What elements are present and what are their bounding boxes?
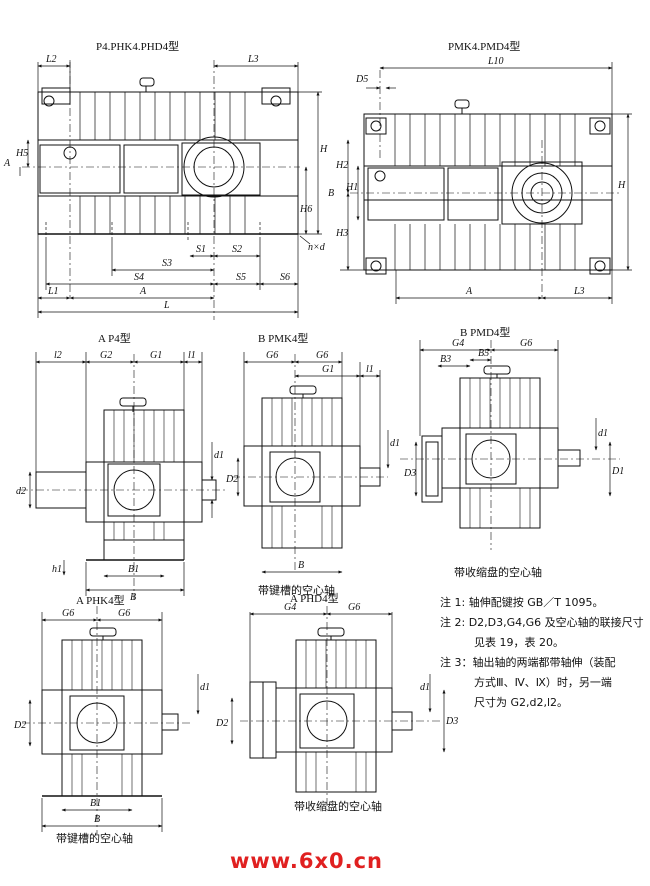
dim-label: G4 <box>452 338 464 349</box>
dim-label: D5 <box>355 74 368 85</box>
drawing-titles: P4.PHK4.PHD4型 PMK4.PMD4型 A P4型 B PMK4型 B… <box>76 39 520 607</box>
note-2-cont: 见表 19，表 20。 <box>474 636 564 649</box>
dim-label: n×d <box>308 242 326 253</box>
title-p4-phk4-phd4: P4.PHK4.PHD4型 <box>96 39 179 53</box>
dimension-labels-view-pmk4: G6 G6 G1 l1 d1 D2 B <box>225 350 400 571</box>
view-b-pmk4 <box>232 354 388 570</box>
dim-label: H6 <box>299 204 312 215</box>
dim-label: L3 <box>247 54 259 65</box>
dimension-labels-main-left: L2 L3 A H5 H H6 S1 S2 S3 S4 S5 S6 L1 A L… <box>3 54 328 311</box>
dim-label: B <box>94 814 100 825</box>
title-view-a-phk4: A PHK4型 <box>76 593 125 607</box>
dim-label: l1 <box>366 364 374 375</box>
dim-label: B <box>130 592 136 603</box>
dimension-labels-view-p4: l2 G2 G1 l1 d1 d2 h1 B1 B <box>16 350 224 603</box>
dim-label: G6 <box>62 608 74 619</box>
dim-label: D2 <box>225 474 238 485</box>
dim-label: B3 <box>440 354 451 365</box>
title-view-b-pmk4: B PMK4型 <box>258 331 308 345</box>
title-view-b-pmd4: B PMD4型 <box>460 325 510 339</box>
dim-label: H <box>617 180 626 191</box>
dimension-labels-main-right: D5 L10 H2 H1 B H3 H A L3 <box>328 56 626 297</box>
dim-label: D1 <box>611 466 624 477</box>
dim-label: L3 <box>573 286 585 297</box>
drawing-captions: 带键槽的空心轴 带收缩盘的空心轴 带收缩盘的空心轴 带键槽的空心轴 <box>56 565 542 845</box>
note-3: 注 3：轴出轴的两端都带轴伸（装配 <box>440 656 616 669</box>
dim-label: H3 <box>335 228 348 239</box>
dim-label: L10 <box>487 56 504 67</box>
dim-label: G1 <box>322 364 334 375</box>
dim-label: S5 <box>236 272 246 283</box>
dim-label: d1 <box>420 682 430 693</box>
dim-label: B <box>298 560 304 571</box>
dim-label: H2 <box>335 160 348 171</box>
dim-label: d1 <box>390 438 400 449</box>
dim-label: G6 <box>118 608 130 619</box>
gearbox-pmk4-side-view <box>350 70 620 300</box>
dim-label: d1 <box>598 428 608 439</box>
dim-label: L <box>163 300 170 311</box>
dim-label: S3 <box>162 258 172 269</box>
view-a-phd4 <box>240 606 440 810</box>
dim-label: D3 <box>403 468 416 479</box>
dim-label: G6 <box>266 350 278 361</box>
dim-label: G6 <box>316 350 328 361</box>
title-view-a-p4: A P4型 <box>98 331 131 345</box>
caption-pmd4-shrink-disc: 带收缩盘的空心轴 <box>454 565 542 579</box>
dim-label: l1 <box>188 350 196 361</box>
dim-label: B1 <box>128 564 139 575</box>
dim-label: G6 <box>520 338 532 349</box>
caption-pmk4-keyed-hollow: 带键槽的空心轴 <box>258 583 335 597</box>
dim-label: D3 <box>445 716 458 727</box>
dimension-labels-view-phk4: G6 G6 d1 D2 B1 B <box>13 608 210 825</box>
caption-phd4-shrink-disc: 带收缩盘的空心轴 <box>294 799 382 813</box>
dim-label: G1 <box>150 350 162 361</box>
note-3-cont2: 尺寸为 G2,d2,l2。 <box>474 696 569 709</box>
note-1: 注 1: 轴伸配键按 GB／T 1095。 <box>440 596 604 609</box>
dim-label: D2 <box>215 718 228 729</box>
dim-label: G6 <box>348 602 360 613</box>
dim-label: D2 <box>13 720 26 731</box>
dim-label: B5 <box>478 348 489 359</box>
title-view-a-phd4: A PHD4型 <box>290 591 339 605</box>
note-2: 注 2: D2,D3,G4,G6 及空心轴的联接尺寸 <box>440 616 644 629</box>
dim-label: S4 <box>134 272 144 283</box>
dimension-labels-view-pmd4: G4 G6 B3 B5 d1 D3 D1 <box>403 338 624 479</box>
dim-label: A <box>139 286 147 297</box>
title-pmk4-pmd4: PMK4.PMD4型 <box>448 39 520 53</box>
dim-label: A <box>3 158 11 169</box>
dim-label: d1 <box>214 450 224 461</box>
dim-label: B1 <box>90 798 101 809</box>
caption-phk4-keyed-hollow: 带键槽的空心轴 <box>56 831 133 845</box>
dim-label: h1 <box>52 564 62 575</box>
dim-label: G2 <box>100 350 112 361</box>
dim-label: G4 <box>284 602 296 613</box>
dim-label: A <box>465 286 473 297</box>
dimension-labels-view-phd4: G4 G6 d1 D3 D2 <box>215 602 458 729</box>
dim-label: d2 <box>16 486 26 497</box>
dim-label: H5 <box>15 148 28 159</box>
gearbox-p4-side-view <box>22 60 300 320</box>
dim-label: B <box>328 188 334 199</box>
dim-label: H1 <box>345 182 358 193</box>
view-a-phk4 <box>22 606 190 834</box>
drawing-notes: 注 1: 轴伸配键按 GB／T 1095。 注 2: D2,D3,G4,G6 及… <box>440 593 648 713</box>
view-b-pmd4 <box>400 340 620 550</box>
watermark-text: www.6x0.cn <box>230 849 383 873</box>
dim-label: L1 <box>47 286 59 297</box>
dim-label: l2 <box>54 350 62 361</box>
dim-label: H <box>319 144 328 155</box>
dim-label: L2 <box>45 54 57 65</box>
view-a-p4 <box>20 354 226 600</box>
dim-label: d1 <box>200 682 210 693</box>
dim-label: S1 <box>196 244 206 255</box>
dim-label: S2 <box>232 244 242 255</box>
note-3-cont: 方式Ⅲ、Ⅳ、Ⅸ）时，另一端 <box>474 676 612 689</box>
dim-label: S6 <box>280 272 290 283</box>
